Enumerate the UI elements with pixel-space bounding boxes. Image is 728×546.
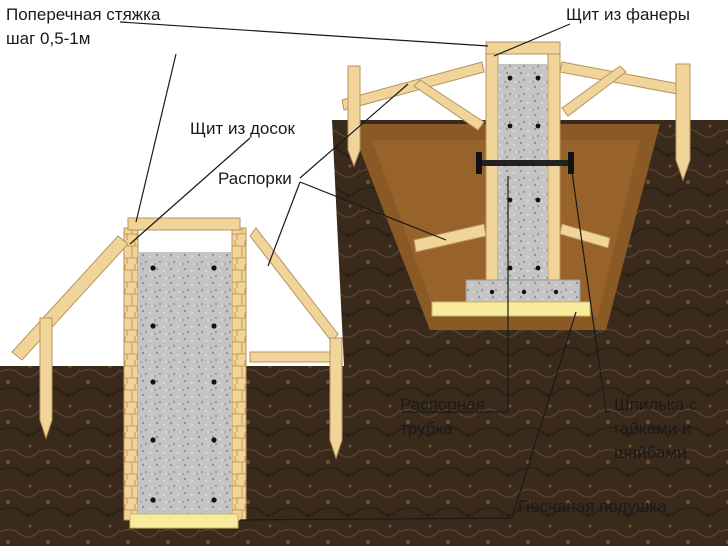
spacer-tube <box>482 160 568 166</box>
left-board-shield-left <box>123 227 139 521</box>
left-concrete <box>138 252 232 518</box>
left-sand-cushion <box>129 513 239 529</box>
label-spacer-tube-1: Распорная <box>400 395 485 414</box>
label-sand-cushion: Песчаная подушка <box>518 497 667 516</box>
label-stud-1: Шпилька с <box>614 395 698 414</box>
label-plywood-shield: Щит из фанеры <box>566 5 690 24</box>
left-ground <box>0 366 128 546</box>
right-plywood-right <box>547 51 561 291</box>
label-cross-tie-2: шаг 0,5-1м <box>6 29 90 48</box>
label-board-shield: Щит из досок <box>190 119 295 138</box>
right-rebar <box>489 75 559 295</box>
label-stud-3: шайбами <box>614 443 687 462</box>
left-board-shield-right <box>231 227 247 521</box>
leader-lines <box>119 21 610 521</box>
label-struts: Распорки <box>218 169 292 188</box>
labels: Поперечная стяжка шаг 0,5-1м Щит из фане… <box>6 5 698 516</box>
right-sand-cushion <box>431 301 591 317</box>
right-struts <box>341 61 691 253</box>
watermark: САМОДЕЛКИ <box>97 0 310 190</box>
label-stud-2: гайками и <box>614 419 691 438</box>
stud-nut-right <box>568 152 574 174</box>
stud-nut-left <box>476 152 482 174</box>
right-concrete <box>498 64 548 282</box>
label-cross-tie-1: Поперечная стяжка <box>6 5 161 24</box>
left-rebar <box>150 265 217 503</box>
label-spacer-tube-2: трубка <box>400 419 453 438</box>
right-plywood-left <box>485 51 499 291</box>
left-cross-tie <box>127 217 241 231</box>
